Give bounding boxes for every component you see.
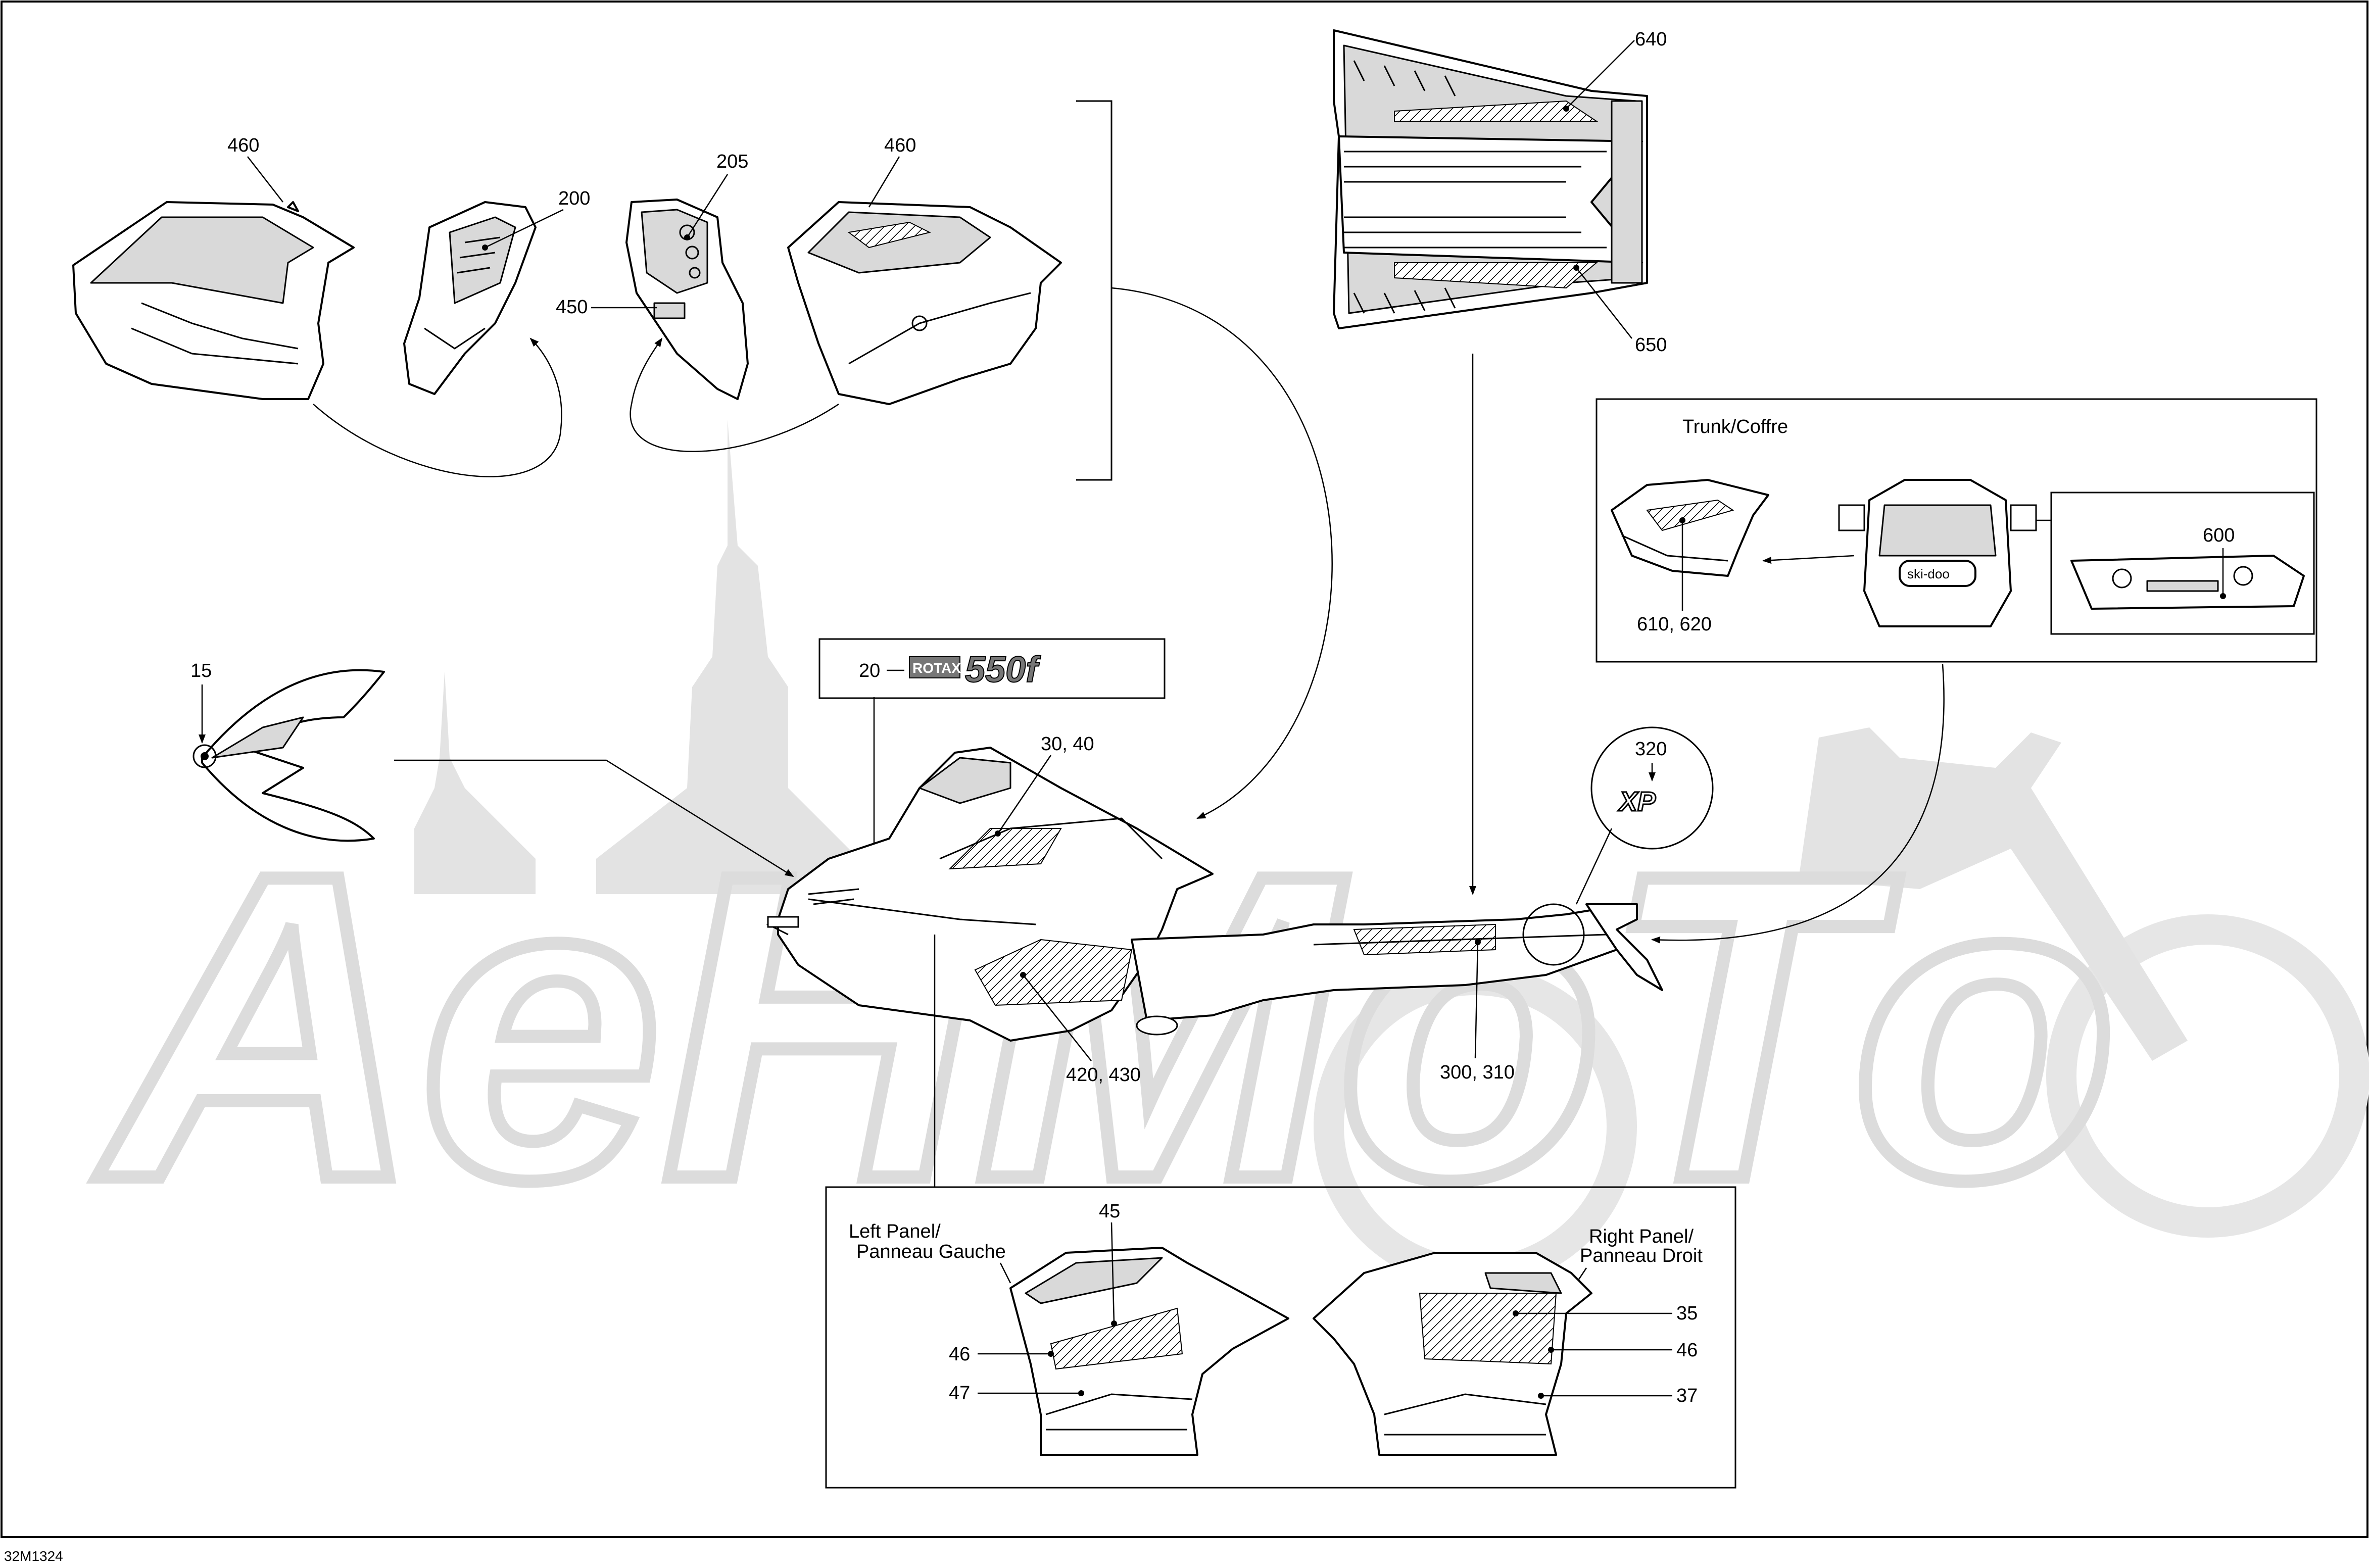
rotax-word: ROTAX xyxy=(912,660,961,676)
snowmobile-body-drawing xyxy=(766,747,1663,1042)
arrow-trunk xyxy=(1651,664,1945,944)
right-side-panel-drawing xyxy=(787,201,1062,405)
xp-badge-text: XP xyxy=(1618,787,1656,817)
callout-45: 45 xyxy=(1099,1201,1120,1222)
group-bracket xyxy=(1076,100,1113,481)
callout-300-310: 300, 310 xyxy=(1440,1062,1515,1083)
callout-15: 15 xyxy=(190,660,212,681)
left-panel-drawing xyxy=(1009,1247,1289,1456)
callout-46-left: 46 xyxy=(949,1344,970,1365)
tunnel-top-view xyxy=(1333,29,1648,329)
trunk-plate-drawing xyxy=(2070,555,2305,610)
arrow-nose xyxy=(394,759,794,877)
callout-650: 650 xyxy=(1635,334,1667,356)
callout-30-40: 30, 40 xyxy=(1041,733,1094,755)
drawing-id: 32M1324 xyxy=(4,1548,63,1564)
skidoo-logo-text: ski-doo xyxy=(1907,566,1950,581)
callout-200: 200 xyxy=(558,188,590,209)
vent-panel-200-drawing xyxy=(403,201,537,395)
callout-460-left: 460 xyxy=(227,135,259,156)
xp-badge-circle xyxy=(1590,726,1714,850)
right-panel-drawing xyxy=(1313,1252,1592,1456)
callout-47: 47 xyxy=(949,1383,970,1404)
arrow-to-body xyxy=(1111,287,1333,819)
callout-46-right: 46 xyxy=(1676,1340,1698,1361)
trunk-side-drawing xyxy=(1611,479,1769,577)
right-panel-caption-2: Panneau Droit xyxy=(1580,1245,1703,1266)
callout-600: 600 xyxy=(2203,525,2235,546)
callout-320: 320 xyxy=(1635,739,1667,760)
arrow-200 xyxy=(313,337,562,477)
callout-20: 20 xyxy=(859,660,880,681)
callout-35: 35 xyxy=(1676,1303,1698,1324)
left-panel-caption-2: Panneau Gauche xyxy=(856,1241,1006,1262)
callout-420-430: 420, 430 xyxy=(1066,1064,1141,1086)
callout-610-620: 610, 620 xyxy=(1637,614,1712,635)
panel-detail-box xyxy=(825,1186,1736,1489)
callout-640: 640 xyxy=(1635,29,1667,50)
rotax-decal-box xyxy=(818,638,1166,699)
arrow-205 xyxy=(630,337,839,452)
callout-37: 37 xyxy=(1676,1385,1698,1406)
left-side-panel-drawing xyxy=(72,201,355,400)
callout-450: 450 xyxy=(556,297,588,318)
callout-205: 205 xyxy=(716,151,748,172)
left-panel-caption-1: Left Panel/ xyxy=(849,1221,941,1242)
rotax-550f-decal: ROTAX 550f xyxy=(909,649,1041,691)
trunk-box xyxy=(1596,398,2317,663)
vent-panel-205-drawing xyxy=(625,199,749,400)
callout-460-right: 460 xyxy=(884,135,916,156)
trunk-caption: Trunk/Coffre xyxy=(1682,416,1788,437)
page-border xyxy=(1,1,2368,1538)
trunk-rear-drawing: ski-doo xyxy=(1838,479,2037,627)
nose-cone-drawing xyxy=(192,669,385,842)
side-panel-group xyxy=(72,100,1333,819)
watermark: AeHMoTo xyxy=(86,419,2369,1288)
rotax-model: 550f xyxy=(965,650,1041,690)
right-panel-caption-1: Right Panel/ xyxy=(1589,1226,1694,1247)
trunk-detail-box xyxy=(2050,492,2315,635)
